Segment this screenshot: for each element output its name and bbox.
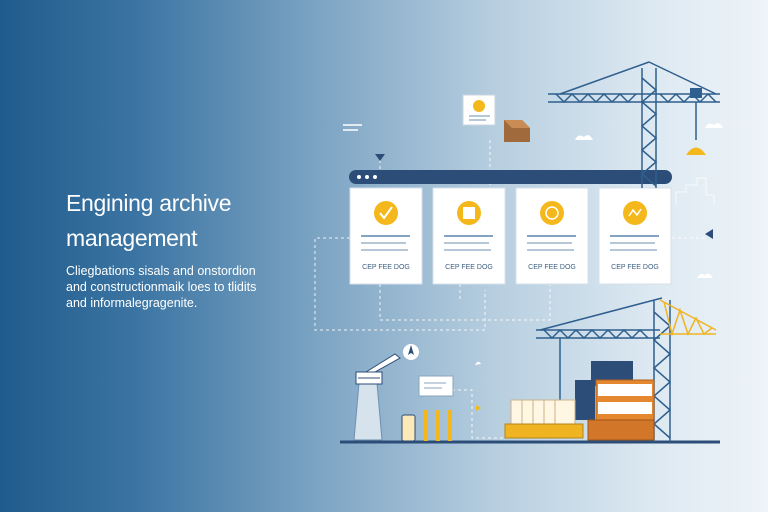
title-line-1: Engining archive [66,190,232,216]
archive-card[interactable]: CEP FEE DOG [432,187,506,285]
compass-icon [403,344,419,360]
crane-hook-icon [686,147,706,155]
cloud-icon [705,123,723,128]
cloud-icon [475,361,481,365]
card-caption: CEP FEE DOG [611,264,659,271]
yellow-posts [424,410,452,441]
skyline-sketch [675,177,715,205]
small-tank [401,414,416,442]
analytics-icon [628,208,642,217]
tower-crane-top [548,61,720,188]
chart-icon [545,206,559,220]
title-line-2: management [66,225,198,251]
crane-jib-yellow [659,299,717,337]
archive-cards: CEP FEE DOG CEP FEE DOG CEP FEE DOG [349,187,672,285]
browser-bar [349,170,672,184]
description-line-1: Cliegbations sisals and onstordion [66,264,256,278]
description-line-3: and informalegragenite. [66,296,198,310]
folder-icon [463,207,475,219]
archive-card[interactable]: CEP FEE DOG [515,187,589,285]
arrow-down-icon [375,154,385,161]
description-text: Cliegbations sisals and onstordion and c… [66,263,326,311]
cube-icon [504,120,530,142]
connector-lines [314,140,705,439]
check-icon [379,206,393,220]
menu-lines-icon [343,124,362,131]
archive-card[interactable]: CEP FEE DOG [598,187,672,285]
card-caption: CEP FEE DOG [362,264,410,271]
page-title: Engining archive management [66,186,306,256]
crane-cab [690,88,702,98]
card-caption: CEP FEE DOG [445,264,493,271]
cloud-icon [697,273,713,278]
building-blocks [504,361,655,441]
arrow-right-icon [476,405,481,411]
document-panel-icon [418,375,454,397]
card-caption: CEP FEE DOG [528,264,576,271]
description-line-2: and constructionmaik loes to tlidits [66,280,257,294]
control-tower [353,353,401,441]
chevron-left-icon [705,229,713,239]
archive-card[interactable]: CEP FEE DOG [349,187,423,285]
cloud-icon [575,135,593,140]
document-icon [462,94,496,126]
